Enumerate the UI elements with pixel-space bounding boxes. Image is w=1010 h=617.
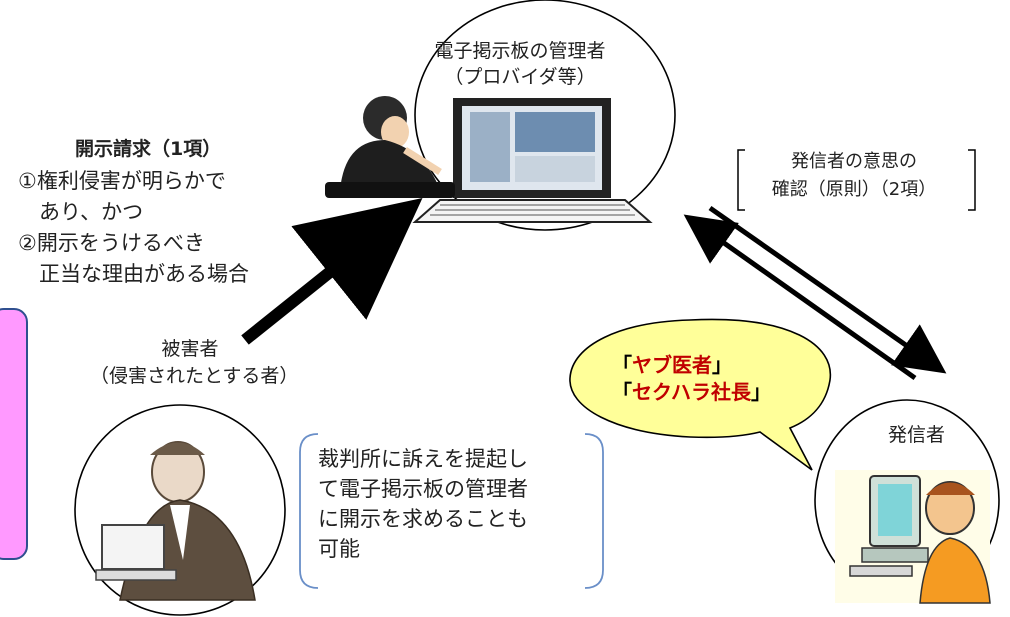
- request-arrow: [241, 198, 423, 345]
- court-bracket-right: [584, 433, 604, 589]
- victim-circle: [74, 404, 286, 616]
- court-bracket-left: [299, 433, 319, 589]
- speech-open1: 「: [612, 353, 632, 377]
- speech-word1: ヤブ医者: [632, 353, 712, 377]
- court-line3: に開示を求めることも: [318, 507, 528, 531]
- speech-line2: 「セクハラ社長」: [612, 379, 771, 406]
- sender-illustration: [835, 470, 991, 604]
- request-conditions: ①権利侵害が明らかで あり、かつ ②開示をうけるべき 正当な理由がある場合: [18, 166, 249, 290]
- speech-close2: 」: [751, 380, 771, 404]
- condition1-line2: あり、かつ: [18, 200, 144, 224]
- confirm-line1: 発信者の意思の: [791, 151, 917, 172]
- pink-note-box: [0, 308, 28, 560]
- sender-label: 発信者: [888, 424, 946, 446]
- speech-bubble: [569, 318, 832, 471]
- court-line4: 可能: [318, 537, 360, 561]
- confirm-line2: 確認（原則）（2項）: [771, 179, 937, 200]
- victim-label: 被害者 （侵害されたとする者）: [90, 336, 299, 390]
- confirm-text: 発信者の意思の 確認（原則）（2項）: [744, 148, 964, 204]
- condition2-line1: ②開示をうけるべき: [18, 231, 205, 255]
- admin-title-line1: 電子掲示板の管理者: [434, 40, 606, 62]
- admin-person: [325, 96, 455, 198]
- court-line2: て電子掲示板の管理者: [318, 477, 528, 501]
- victim-illustration: [95, 441, 256, 601]
- victim-label-line1: 被害者: [161, 338, 219, 360]
- speech-close1: 」: [712, 353, 732, 377]
- speech-word2: セクハラ社長: [632, 380, 751, 404]
- speech-line1: 「ヤブ医者」: [612, 352, 771, 379]
- court-note: 裁判所に訴えを提起し て電子掲示板の管理者 に開示を求めることも 可能: [318, 444, 598, 564]
- speech-text: 「ヤブ医者」 「セクハラ社長」: [612, 352, 771, 406]
- condition2-line2: 正当な理由がある場合: [18, 262, 249, 286]
- court-line1: 裁判所に訴えを提起し: [318, 447, 528, 471]
- victim-label-line2: （侵害されたとする者）: [90, 365, 299, 387]
- laptop-illustration: [412, 98, 653, 223]
- admin-title-line2: （プロバイダ等）: [444, 66, 596, 88]
- arrow-to-admin: [683, 214, 917, 381]
- arrow-to-sender: [708, 205, 947, 374]
- confirm-bracket-left: [737, 149, 745, 211]
- admin-circle: [414, 0, 676, 231]
- request-heading: 開示請求（1項）: [75, 138, 222, 160]
- confirm-bracket-right: [968, 149, 976, 211]
- condition1-line1: ①権利侵害が明らかで: [18, 169, 226, 193]
- admin-title: 電子掲示板の管理者 （プロバイダ等）: [400, 38, 640, 90]
- speech-open2: 「: [612, 380, 632, 404]
